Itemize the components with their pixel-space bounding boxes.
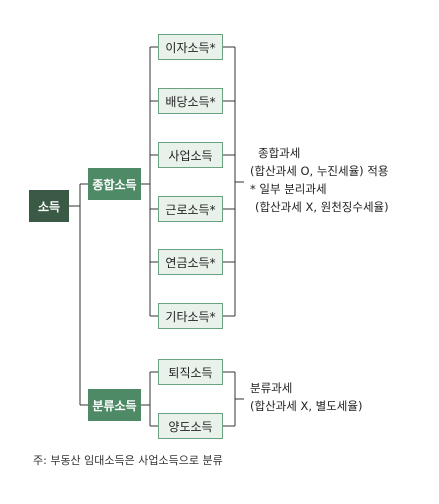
root-node-income: 소득	[29, 190, 69, 222]
leaf-dividend-income: 배당소득*	[158, 88, 223, 114]
note-comprehensive-taxation: 종합과세 (합산과세 O, 누진세율) 적용 * 일부 분리과세 (합산과세 X…	[250, 144, 389, 216]
note-line: (합산과세 X, 별도세율)	[250, 399, 363, 413]
note-separate-taxation: 분류과세 (합산과세 X, 별도세율)	[250, 379, 362, 415]
leaf-pension-income: 연금소득*	[158, 249, 223, 275]
note-line: 종합과세	[258, 146, 301, 160]
category-comprehensive-income: 종합소득	[88, 168, 141, 200]
note-line: (합산과세 X, 원천징수세율)	[255, 200, 389, 214]
leaf-business-income: 사업소득	[158, 142, 223, 168]
leaf-interest-income: 이자소득*	[158, 34, 223, 60]
footnote: 주: 부동산 임대소득은 사업소득으로 분류	[33, 454, 223, 467]
leaf-retirement-income: 퇴직소득	[158, 359, 223, 385]
note-line: * 일부 분리과세	[250, 182, 327, 196]
note-line: (합산과세 O, 누진세율) 적용	[250, 164, 389, 178]
leaf-other-income: 기타소득*	[158, 303, 223, 329]
leaf-earned-income: 근로소득*	[158, 196, 223, 222]
note-line: 분류과세	[250, 381, 293, 395]
category-separate-income: 분류소득	[88, 389, 141, 421]
leaf-transfer-income: 양도소득	[158, 413, 223, 439]
